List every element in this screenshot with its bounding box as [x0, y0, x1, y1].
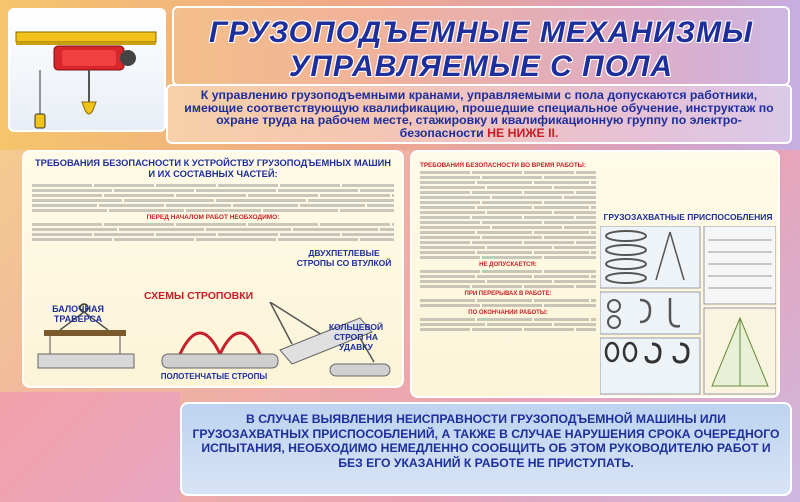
intro-emphasis: НЕ НИЖЕ II.	[487, 125, 559, 140]
warning-text: В СЛУЧАЕ ВЫЯВЛЕНИЯ НЕИСПРАВНОСТИ ГРУЗОПО…	[192, 412, 780, 470]
end-heading: ПО ОКОНЧАНИИ РАБОТЫ:	[468, 310, 548, 316]
breaks-text	[420, 299, 596, 307]
intro-box: К управлению грузоподъемными кранами, уп…	[166, 84, 792, 144]
bottom-left-decor	[0, 392, 180, 502]
double-loop-label: ДВУХПЕТЛЕВЫЕ СТРОПЫ СО ВТУЛКОЙ	[296, 248, 392, 268]
towel-label: ПОЛОТЕНЧАТЫЕ СТРОПЫ	[160, 372, 268, 381]
left-panel: ТРЕБОВАНИЯ БЕЗОПАСНОСТИ К УСТРОЙСТВУ ГРУ…	[22, 150, 404, 388]
right-text-column: ТРЕБОВАНИЯ БЕЗОПАСНОСТИ ВО ВРЕМЯ РАБОТЫ:	[420, 160, 596, 333]
page-title-line2: УПРАВЛЯЕМЫЕ С ПОЛА	[289, 50, 673, 83]
intro-text: К управлению грузоподъемными кранами, уп…	[178, 89, 780, 139]
not-allowed-text	[420, 270, 596, 288]
schemes-title: СХЕМЫ СТРОПОВКИ	[144, 290, 254, 302]
end-text	[420, 318, 596, 331]
title-box: ГРУЗОПОДЪЕМНЫЕ МЕХАНИЗМЫ УПРАВЛЯЕМЫЕ С П…	[172, 6, 790, 86]
left-body-text	[32, 184, 394, 212]
rigging-diagram	[37, 302, 391, 377]
electric-hoist-icon	[15, 31, 157, 129]
during-work-text	[420, 171, 596, 259]
ring-label: КОЛЬЦЕВОЙ СТРОП НА УДАВКУ	[328, 322, 384, 352]
during-work-heading: ТРЕБОВАНИЯ БЕЗОПАСНОСТИ ВО ВРЕМЯ РАБОТЫ:	[420, 162, 586, 169]
right-panel: ТРЕБОВАНИЯ БЕЗОПАСНОСТИ ВО ВРЕМЯ РАБОТЫ:	[410, 150, 780, 398]
accessories-title: ГРУЗОЗАХВАТНЫЕ ПРИСПОСОБЛЕНИЯ	[603, 212, 773, 222]
before-work-text	[32, 223, 394, 241]
left-panel-heading: ТРЕБОВАНИЯ БЕЗОПАСНОСТИ К УСТРОЙСТВУ ГРУ…	[34, 158, 392, 179]
breaks-heading: ПРИ ПЕРЕРЫВАХ В РАБОТЕ:	[464, 291, 552, 297]
lifting-accessories-diagram	[600, 226, 776, 395]
page-title-line1: ГРУЗОПОДЪЕМНЫЕ МЕХАНИЗМЫ	[208, 16, 754, 49]
warning-box: В СЛУЧАЕ ВЫЯВЛЕНИЯ НЕИСПРАВНОСТИ ГРУЗОПО…	[180, 402, 792, 496]
intro-main: К управлению грузоподъемными кранами, уп…	[184, 88, 774, 140]
before-work-heading: ПЕРЕД НАЧАЛОМ РАБОТ НЕОБХОДИМО:	[146, 214, 280, 221]
hoist-image-box	[8, 8, 166, 132]
not-allowed-heading: НЕ ДОПУСКАЕТСЯ:	[479, 262, 537, 268]
traverse-label: БАЛОЧНАЯ ТРАВЕРСА	[52, 304, 104, 324]
